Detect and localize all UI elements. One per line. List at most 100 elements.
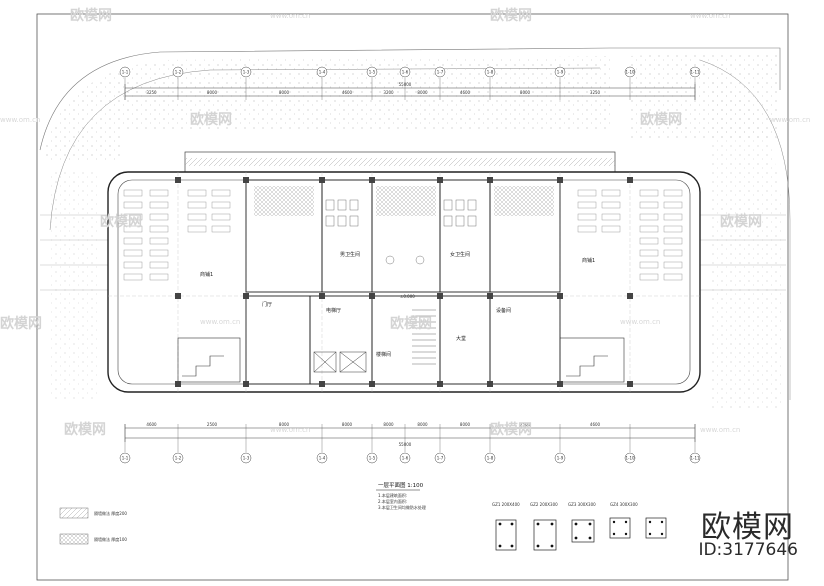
label-lobby: 门厅 xyxy=(262,301,272,308)
dim-label: 4600 xyxy=(460,90,471,95)
axis-bubble xyxy=(689,66,701,78)
watermark-text-9: 欧模网 xyxy=(64,421,106,438)
watermark-url-3: www.om.cn xyxy=(200,318,240,326)
landscape-hatch-top-right xyxy=(630,52,780,140)
column xyxy=(437,293,443,299)
label-elevation: ±0.000 xyxy=(400,294,415,299)
dim-label: 8000 xyxy=(460,422,471,427)
column-detail-label-3: GZ3 300X300 xyxy=(568,502,596,507)
plan-note-1: 1.本层建筑面积: xyxy=(378,492,407,498)
column xyxy=(369,177,375,183)
wet-zone-hatch-left xyxy=(254,186,314,216)
column xyxy=(627,381,633,387)
axis-label: 1-1 xyxy=(122,456,129,461)
label-hall: 大堂 xyxy=(456,335,466,342)
column xyxy=(319,293,325,299)
column xyxy=(487,177,493,183)
watermark-text-1: 欧模网 xyxy=(70,7,112,24)
watermark-id: ID:3177646 xyxy=(698,540,798,560)
axis-label: 1-9 xyxy=(557,456,564,461)
site-boundary-curve xyxy=(39,47,781,151)
dim-label: 8000 xyxy=(342,422,353,427)
landscape-hatch-left xyxy=(48,170,100,400)
total-dim-bottom: 55000 xyxy=(399,442,412,447)
dim-label: 8000 xyxy=(279,422,290,427)
axis-label: 1-10 xyxy=(625,456,635,461)
road-lines xyxy=(40,214,786,291)
label-stair: 楼梯间 xyxy=(376,351,391,358)
axis-label: 1-4 xyxy=(319,70,326,75)
axis-label: 1-11 xyxy=(690,456,700,461)
shop-left-furniture xyxy=(123,189,231,281)
dimension-lines xyxy=(124,84,696,442)
axis-bubble xyxy=(316,66,328,78)
axis-label: 1-3 xyxy=(243,70,250,75)
axis-bubble xyxy=(240,66,252,78)
column-details: GZ1 200X400 GZ2 200X300 GZ3 300X300 GZ4 … xyxy=(492,502,667,551)
column xyxy=(175,293,181,299)
axis-bubble xyxy=(484,66,496,78)
label-shop-left: 商铺1 xyxy=(200,271,213,278)
canopy-hatch xyxy=(185,158,615,166)
axis-label: 1-10 xyxy=(625,70,635,75)
watermark-text-8: 欧模网 xyxy=(390,315,432,332)
dim-label: 2500 xyxy=(207,422,218,427)
toilet-fixtures xyxy=(325,199,477,265)
axis-bubble xyxy=(240,452,252,464)
axis-label: 1-5 xyxy=(369,456,376,461)
column xyxy=(319,177,325,183)
axis-label: 1-5 xyxy=(369,70,376,75)
axis-bubble xyxy=(366,66,378,78)
column xyxy=(437,177,443,183)
dim-label: 8000 xyxy=(417,422,428,427)
axis-label: 1-11 xyxy=(690,70,700,75)
label-equipment: 设备间 xyxy=(496,307,511,314)
legend-label-100: 隔墙做法 厚度100 xyxy=(94,536,127,542)
shop-right-furniture xyxy=(577,189,683,281)
column xyxy=(369,293,375,299)
axis-label: 1-2 xyxy=(175,70,182,75)
label-toilet-m: 男卫生间 xyxy=(340,251,360,258)
column xyxy=(175,177,181,183)
dim-label: 8000 xyxy=(279,90,290,95)
column xyxy=(487,381,493,387)
sheet-border xyxy=(36,13,789,581)
axis-bubble xyxy=(399,452,411,464)
axis-bubble xyxy=(172,452,184,464)
column xyxy=(557,381,563,387)
dim-label: 8000 xyxy=(520,90,531,95)
axis-label: 1-9 xyxy=(557,70,564,75)
axis-bubble xyxy=(624,452,636,464)
column-detail-label-1: GZ1 200X400 xyxy=(492,502,520,507)
elevator-shafts xyxy=(313,351,367,373)
column xyxy=(243,177,249,183)
axis-label: 1-2 xyxy=(175,456,182,461)
structural-columns xyxy=(175,177,633,387)
axis-label: 1-4 xyxy=(319,456,326,461)
axis-label: 1-7 xyxy=(437,70,444,75)
axis-label: 1-6 xyxy=(402,456,409,461)
dim-label: 3200 xyxy=(383,90,394,95)
plan-note-2: 2.本层室内面积: xyxy=(378,498,407,504)
column xyxy=(319,381,325,387)
dim-label: 4600 xyxy=(590,422,601,427)
watermark-text-2: 欧模网 xyxy=(490,7,532,24)
watermark-brand: 欧模网 xyxy=(701,510,794,545)
core-walls xyxy=(245,179,561,385)
column xyxy=(627,293,633,299)
watermark-url-1: www.om.cn xyxy=(270,12,310,20)
column-detail-label-4: GZ4 300X300 xyxy=(610,502,638,507)
watermark-logos: 欧模网 www.om.cn 欧模网 www.om.cn 欧模网 欧模网 欧模网 … xyxy=(0,7,810,438)
wet-zone-hatch-right xyxy=(494,186,554,216)
landscape-hatch-top xyxy=(45,56,610,160)
axis-bubble xyxy=(484,452,496,464)
watermark-url-8: www.om.cn xyxy=(770,116,810,124)
legend-swatch-200 xyxy=(59,507,89,519)
dim-label: 4600 xyxy=(342,90,353,95)
column xyxy=(557,177,563,183)
